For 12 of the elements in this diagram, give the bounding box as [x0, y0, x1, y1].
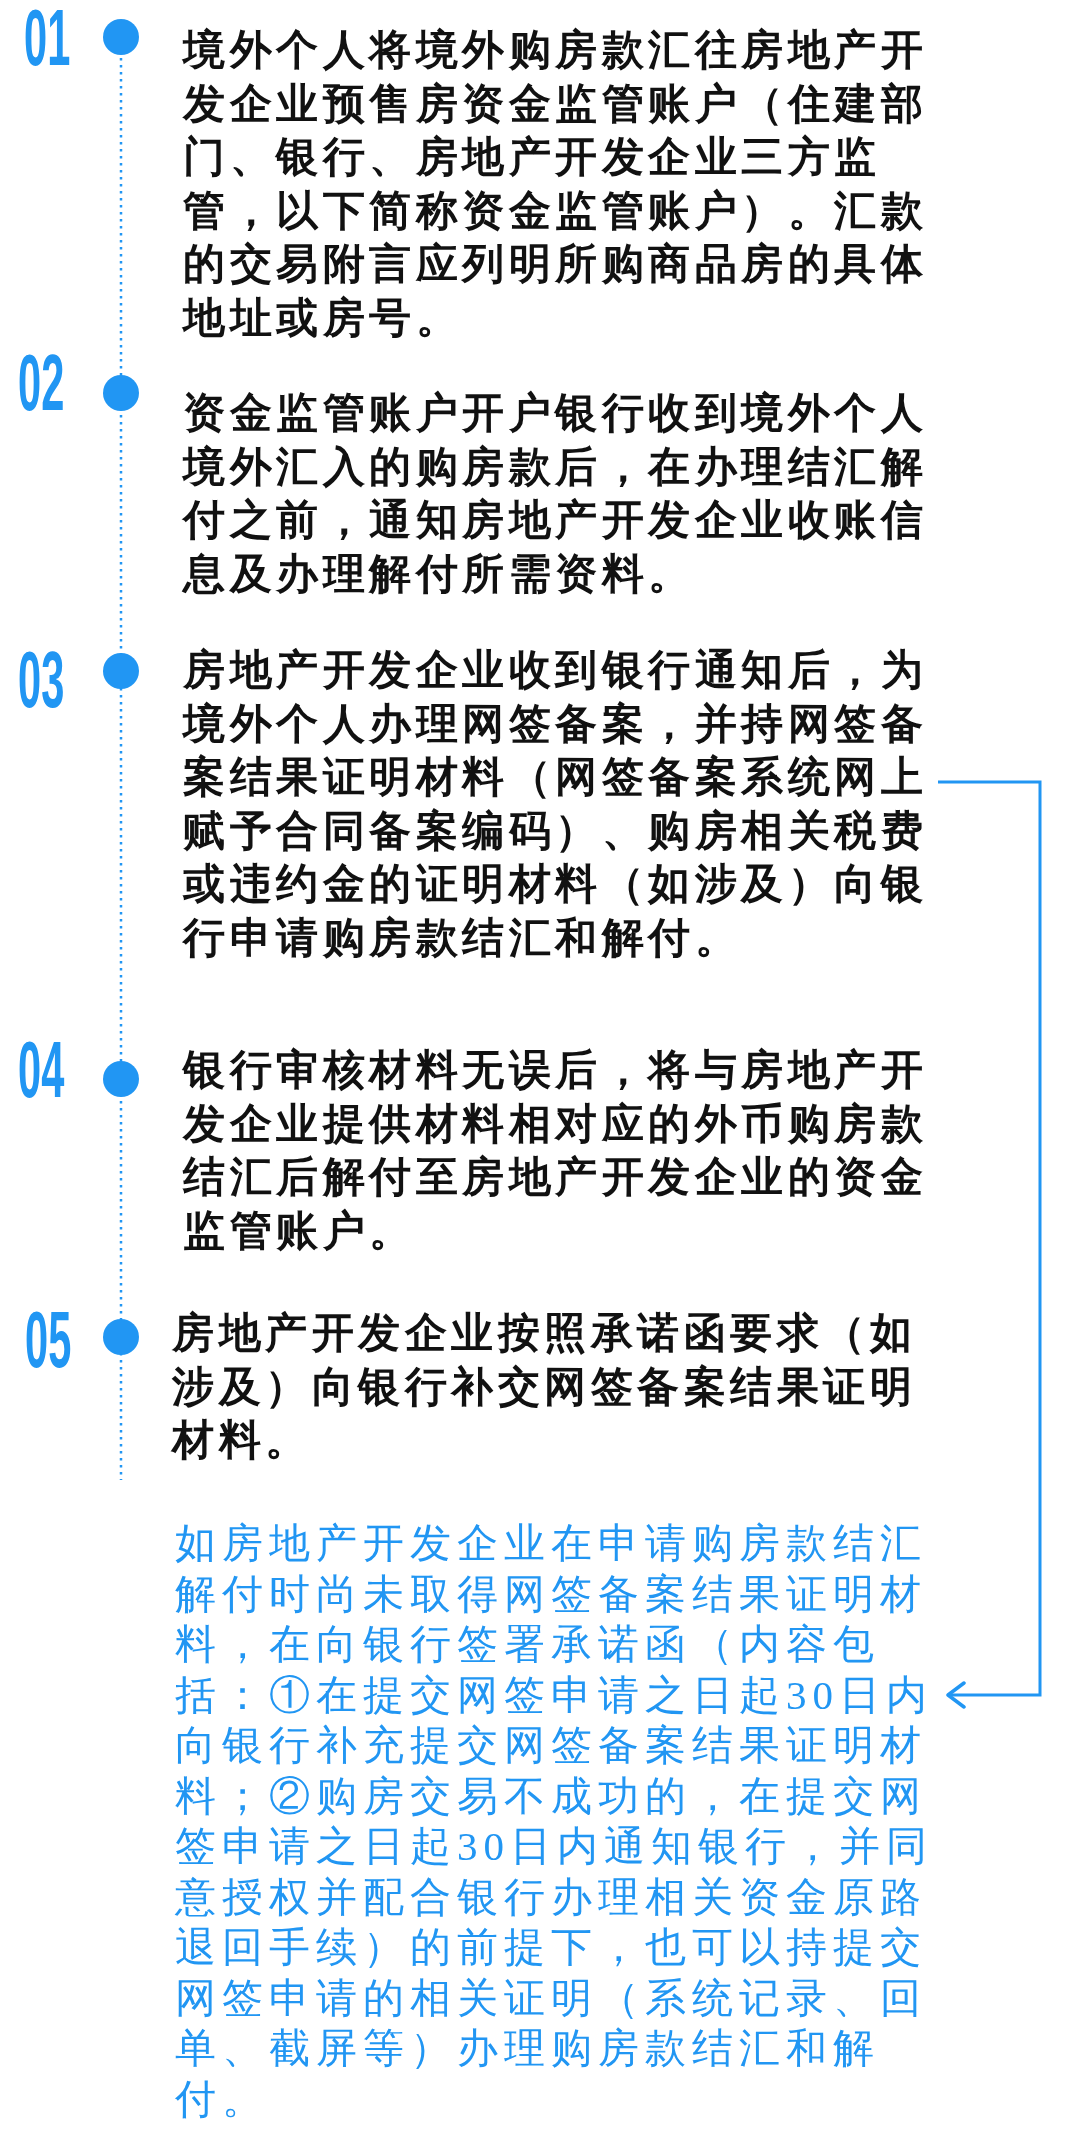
connector-arrow — [938, 780, 1042, 1709]
step-text: 房地产开发企业按照承诺函要求（如涉及）向银行补交网签备案结果证明材料。 — [172, 1306, 924, 1467]
step-number: 05 — [25, 1310, 72, 1370]
step-number: 04 — [18, 1040, 65, 1100]
step-number: 02 — [18, 353, 65, 413]
step-text: 银行审核材料无误后，将与房地产开发企业提供材料相对应的外币购房款结汇后解付至房地产开发企业的资金监管账户。 — [183, 1043, 935, 1257]
step-number: 03 — [18, 650, 65, 710]
step-text: 资金监管账户开户银行收到境外个人境外汇入的购房款后，在办理结汇解付之前，通知房地产开发企业收账信息及办理解付所需资料。 — [183, 386, 935, 600]
note-text: 如房地产开发企业在申请购房款结汇解付时尚未取得网签备案结果证明材料，在向银行签署承诺函（内容包括：①在提交网签申请之日起30日内向银行补充提交网签备案结果证明材料；②购房交易不成功的，在提交网签申请之日起30日内通知银行，并同意授权并配合银行办理相关资金原路退回手续）的前提下，也可以持提交网签申请的相关证明（系统记录、回单、截屏等）办理购房款结汇和解付。 — [175, 1518, 945, 2124]
step-number: 01 — [24, 8, 71, 68]
step-text: 境外个人将境外购房款汇往房地产开发企业预售房资金监管账户（住建部门、银行、房地产开发企业三方监管，以下简称资金监管账户）。汇款的交易附言应列明所购商品房的具体地址或房号。 — [183, 23, 935, 344]
step-text: 房地产开发企业收到银行通知后，为境外个人办理网签备案，并持网签备案结果证明材料（网签备案系统网上赋予合同备案编码）、购房相关税费或违约金的证明材料（如涉及）向银行申请购房款结汇和解付。 — [183, 643, 935, 964]
